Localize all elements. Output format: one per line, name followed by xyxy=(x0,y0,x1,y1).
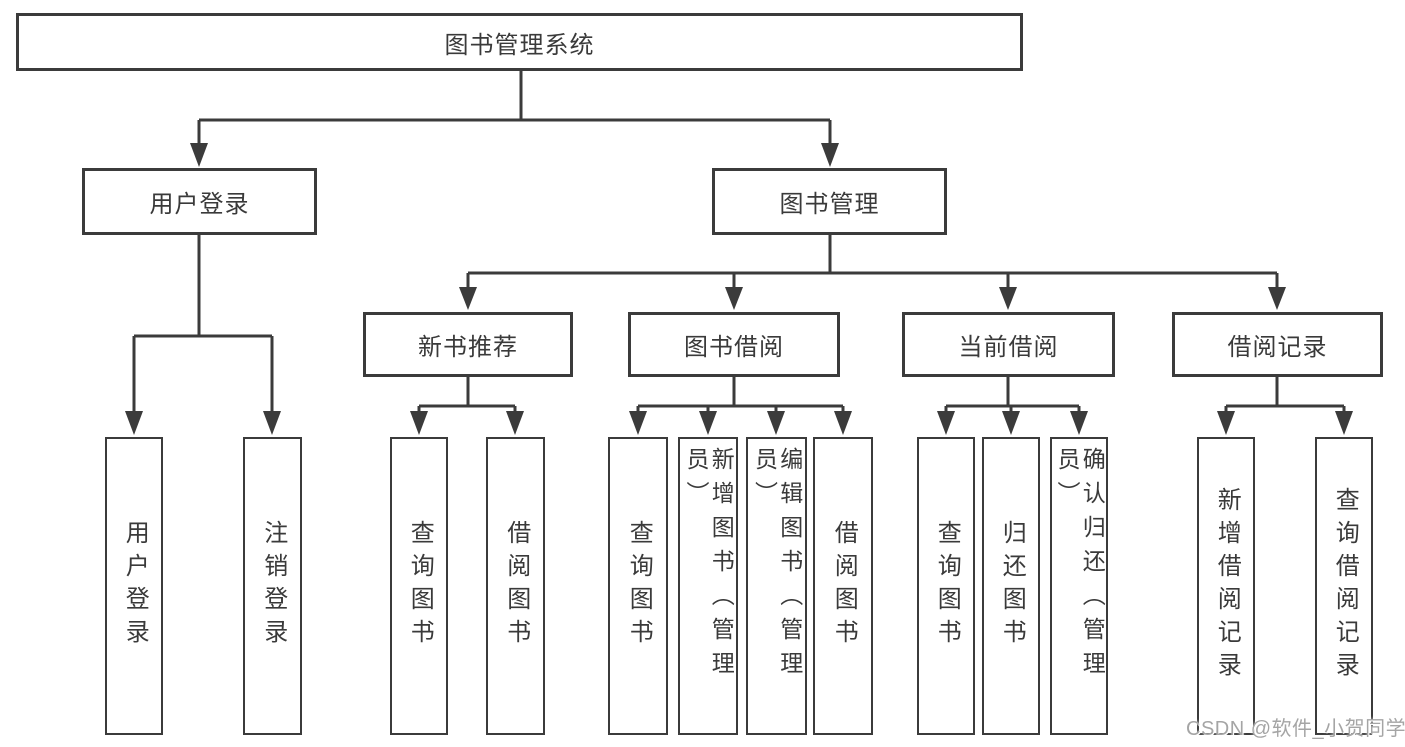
leaf-borrowing-query-books: 查询图书 xyxy=(608,437,668,735)
leaf-user-login-label: 用户登录 xyxy=(121,520,149,652)
node-current-borrowing: 当前借阅 xyxy=(902,312,1115,377)
leaf-current-query-books: 查询图书 xyxy=(917,437,975,735)
node-book-borrowing: 图书借阅 xyxy=(628,312,840,377)
leaf-borrowing-add-books-admin: 新增图书（管理员） xyxy=(678,437,738,735)
leaf-newbooks-query-books: 查询图书 xyxy=(390,437,448,735)
leaf-borrowing-add-books-admin-label: 新增图书（管理员） xyxy=(683,447,735,685)
node-borrow-records-label: 借阅记录 xyxy=(1227,334,1328,361)
node-borrow-records: 借阅记录 xyxy=(1172,312,1383,377)
node-new-book-recommend: 新书推荐 xyxy=(363,312,573,377)
node-new-book-recommend-label: 新书推荐 xyxy=(418,334,518,361)
leaf-logout: 注销登录 xyxy=(243,437,302,735)
node-user-login-label: 用户登录 xyxy=(149,191,250,218)
leaf-borrowing-borrow-books-label: 借阅图书 xyxy=(830,520,858,652)
node-current-borrowing-label: 当前借阅 xyxy=(958,334,1059,361)
node-user-login: 用户登录 xyxy=(82,168,317,235)
leaf-borrowing-edit-books-admin-label: 编辑图书（管理员） xyxy=(751,447,803,685)
leaf-logout-label: 注销登录 xyxy=(259,520,287,652)
leaf-newbooks-borrow-books-label: 借阅图书 xyxy=(502,520,530,652)
node-book-management: 图书管理 xyxy=(712,168,947,235)
arrowhead-icons xyxy=(125,143,1353,435)
leaf-newbooks-query-books-label: 查询图书 xyxy=(406,520,434,652)
leaf-current-confirm-return-admin: 确认归还（管理员） xyxy=(1050,437,1108,735)
node-root-system-label: 图书管理系统 xyxy=(444,31,595,59)
leaf-records-add-record-label: 新增借阅记录 xyxy=(1213,487,1241,685)
leaf-borrowing-edit-books-admin: 编辑图书（管理员） xyxy=(746,437,807,735)
leaf-current-return-books-label: 归还图书 xyxy=(998,520,1026,652)
csdn-watermark: CSDN @软件_小贺同学 xyxy=(1186,718,1405,740)
leaf-current-return-books: 归还图书 xyxy=(982,437,1040,735)
node-root-system: 图书管理系统 xyxy=(16,13,1023,71)
leaf-records-query-record-label: 查询借阅记录 xyxy=(1331,487,1359,685)
leaf-user-login: 用户登录 xyxy=(105,437,163,735)
leaf-borrowing-query-books-label: 查询图书 xyxy=(625,520,653,652)
leaf-records-query-record: 查询借阅记录 xyxy=(1315,437,1373,735)
leaf-newbooks-borrow-books: 借阅图书 xyxy=(486,437,545,735)
leaf-current-query-books-label: 查询图书 xyxy=(933,520,961,652)
leaf-borrowing-borrow-books: 借阅图书 xyxy=(813,437,873,735)
node-book-borrowing-label: 图书借阅 xyxy=(684,334,784,361)
leaf-records-add-record: 新增借阅记录 xyxy=(1197,437,1255,735)
node-book-management-label: 图书管理 xyxy=(779,191,880,218)
leaf-current-confirm-return-admin-label: 确认归还（管理员） xyxy=(1054,447,1106,685)
